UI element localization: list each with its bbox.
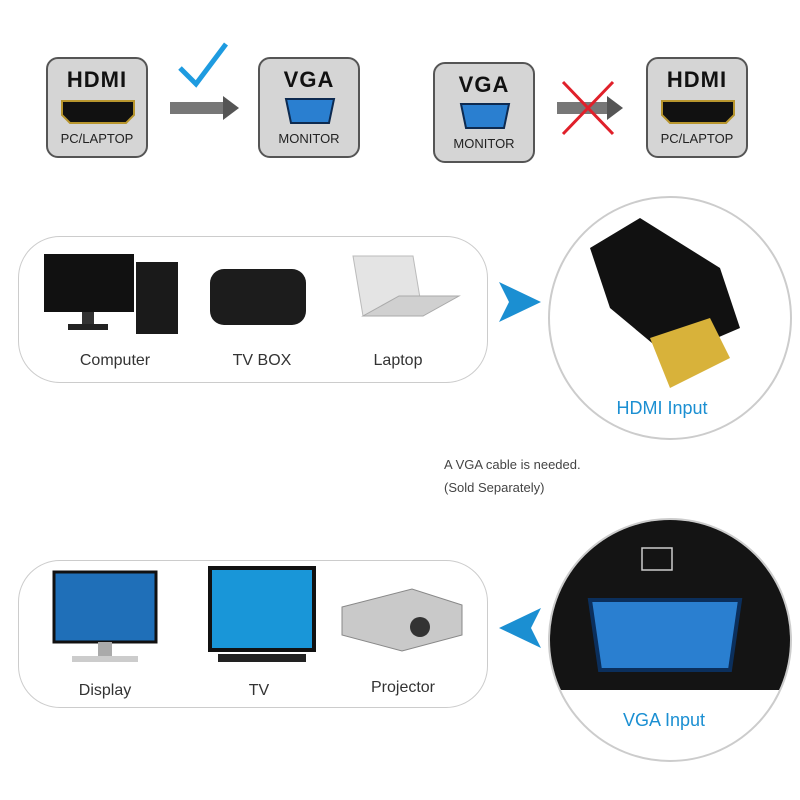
hdmi-pc-card: HDMI PC/LAPTOP [46, 57, 148, 158]
vga-input-label: VGA Input [622, 710, 706, 730]
card-subtitle: MONITOR [453, 136, 515, 151]
cross-arrow-icon [557, 80, 623, 136]
card-title: VGA [283, 67, 335, 92]
hdmi-adapter-icon [590, 218, 740, 388]
card-title: HDMI [666, 67, 728, 92]
card-subtitle: PC/LAPTOP [660, 131, 734, 146]
laptop-label: Laptop [373, 352, 423, 369]
display-label: Display [78, 682, 132, 699]
hdmi-input-label: HDMI Input [616, 398, 708, 418]
hdmi-port-icon [61, 100, 135, 124]
computer-icon [44, 254, 178, 334]
computer-label: Computer [79, 352, 151, 369]
hdmi-pc-card: HDMI PC/LAPTOP [646, 57, 748, 158]
check-arrow-icon [170, 42, 239, 120]
display-devices-panel [18, 560, 488, 708]
hdmi-input-circle: HDMI Input [548, 196, 792, 440]
note-line2: (Sold Separately) [444, 480, 545, 495]
source-devices-panel [18, 236, 488, 383]
vga-port-icon [459, 103, 511, 129]
card-subtitle: PC/LAPTOP [60, 131, 134, 146]
laptop-icon [352, 255, 461, 317]
display-icon [52, 570, 158, 662]
tv-box-icon [210, 269, 306, 325]
vga-monitor-card: VGA MONITOR [433, 62, 535, 163]
card-title: HDMI [66, 67, 128, 92]
vga-monitor-card: VGA MONITOR [258, 57, 360, 158]
hdmi-port-icon [661, 100, 735, 124]
right-arrow-icon [499, 282, 541, 322]
tv-label: TV [248, 682, 270, 699]
tv-box-label: TV BOX [232, 352, 292, 369]
left-arrow-icon [499, 608, 541, 648]
vga-port-icon [284, 98, 336, 124]
projector-label: Projector [370, 679, 436, 696]
projector-icon [341, 588, 463, 652]
card-subtitle: MONITOR [278, 131, 340, 146]
vga-adapter-icon [550, 520, 790, 690]
tv-icon [208, 566, 316, 662]
card-title: VGA [458, 72, 510, 97]
vga-input-circle: VGA Input [548, 518, 792, 762]
note-line1: A VGA cable is needed. [444, 457, 581, 472]
